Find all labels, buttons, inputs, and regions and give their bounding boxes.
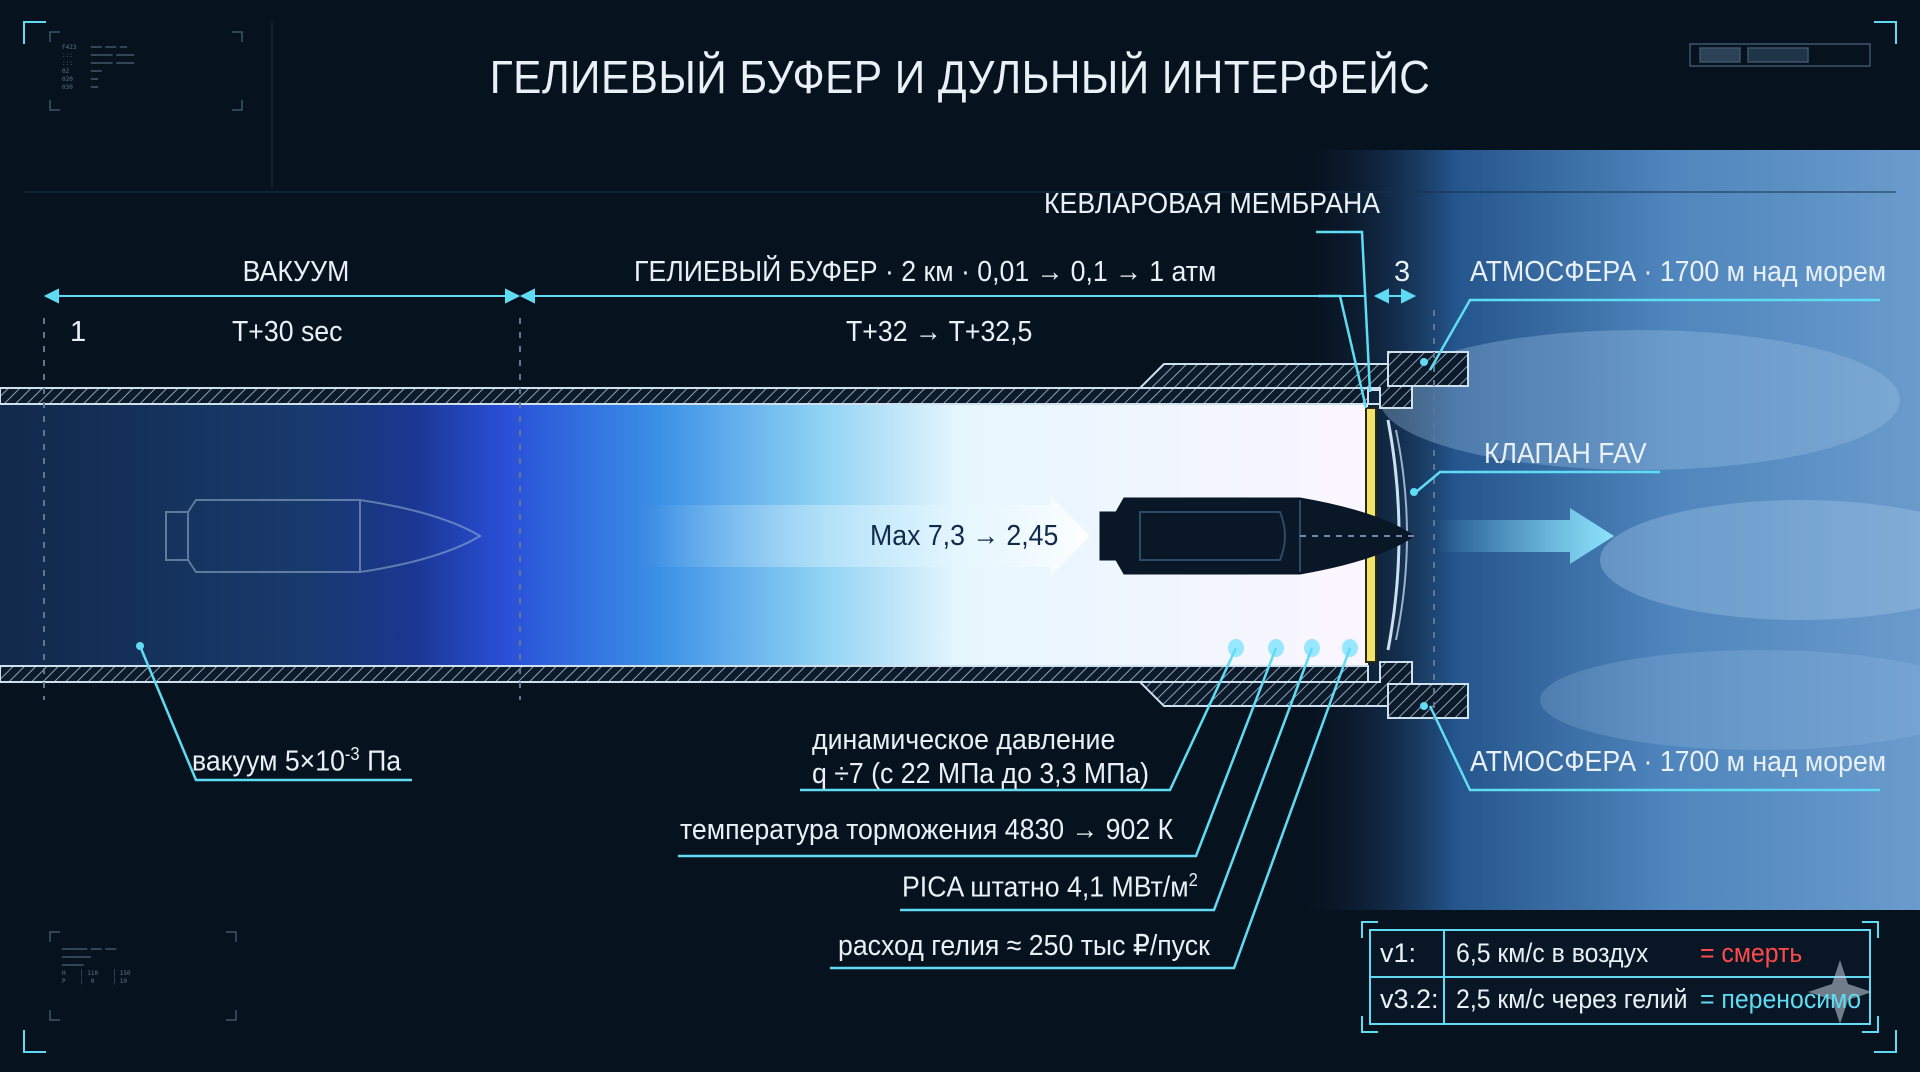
- callout-dynamic-pressure-2: q ÷7 (с 22 МПа до 3,3 МПа): [812, 758, 1149, 790]
- mach-label: Max 7,3 → 2,45: [870, 520, 1059, 552]
- membrane-label: КЕВЛАРОВАЯ МЕМБРАНА: [1044, 188, 1381, 220]
- comparison-v32-result: = переносимо: [1700, 984, 1862, 1014]
- helium-label: ГЕЛИЕВЫЙ БУФЕР · 2 км · 0,01 → 0,1 → 1 а…: [634, 256, 1217, 288]
- vacuum-time: T+30 sec: [232, 316, 343, 348]
- membrane-index: 3: [1394, 256, 1411, 288]
- dimension-lines: [43, 288, 1417, 304]
- vacuum-pressure: вакуум 5×10-3 Па: [192, 744, 401, 779]
- callout-helium-cost: расход гелия ≈ 250 тыс ₽/пуск: [838, 930, 1210, 962]
- helium-flow-arrow: [640, 495, 1090, 577]
- callout-pica-text: PICA штатно 4,1 МВт/м: [902, 871, 1189, 904]
- projectile-ghost: [165, 499, 482, 573]
- barrel-wall-top: [0, 387, 1369, 405]
- frame-corners: [23, 21, 1897, 1053]
- membrane-holder: [1367, 389, 1381, 405]
- comparison-v32-version: v3.2:: [1380, 984, 1439, 1014]
- callout-leaders: [138, 230, 1880, 970]
- hud-decor-text: ═══════ ═══ ═══ ════════ ══════ H │ 110 …: [62, 946, 131, 985]
- comparison-v1-text: 6,5 км/с в воздух: [1456, 938, 1649, 968]
- comparison-v32-text: 2,5 км/с через гелий: [1456, 984, 1688, 1014]
- vacuum-label: ВАКУУМ: [242, 256, 350, 288]
- cloud: [1380, 330, 1900, 470]
- comparison-v1-result: = смерть: [1700, 938, 1803, 968]
- vacuum-pressure-text: вакуум 5×10: [192, 745, 345, 778]
- callout-pica: PICA штатно 4,1 МВт/м2: [902, 870, 1198, 905]
- exit-arrow: [1436, 508, 1614, 564]
- page-title: ГЕЛИЕВЫЙ БУФЕР И ДУЛЬНЫЙ ИНТЕРФЕЙС: [489, 51, 1431, 103]
- atmosphere-label-top: АТМОСФЕРА · 1700 м над морем: [1470, 256, 1887, 288]
- sparkle-icon: [1808, 960, 1872, 1024]
- comparison-v1-version: v1:: [1380, 938, 1417, 968]
- hud-box-top-right: [1689, 43, 1871, 67]
- hud-box-top-left: [49, 31, 243, 111]
- barrel-wall-bottom: [0, 665, 1369, 683]
- hud-decor-text: F423 ═══ ═══ ══ ::: ══════ ═════ ::: ═══…: [62, 44, 135, 91]
- valve-label: КЛАПАН FAV: [1484, 438, 1647, 470]
- comparison-table-frame: [1361, 921, 1879, 1033]
- atmosphere-label-bottom: АТМОСФЕРА · 1700 м над морем: [1470, 746, 1887, 778]
- hud-box-bottom-left: [49, 931, 237, 1021]
- vacuum-index: 1: [70, 316, 87, 348]
- vacuum-pressure-unit: Па: [359, 745, 402, 778]
- muzzle-flange: [1387, 351, 1469, 387]
- cloud: [1540, 650, 1920, 750]
- callout-stagnation-temp: температура торможения 4830 → 902 К: [680, 814, 1174, 846]
- helium-time: T+32 → T+32,5: [846, 316, 1033, 348]
- cloud: [1600, 500, 1920, 620]
- callout-dots: [136, 358, 1428, 710]
- muzzle-flange: [1387, 683, 1469, 719]
- callout-dynamic-pressure-1: динамическое давление: [812, 724, 1116, 756]
- vacuum-pressure-exp: -3: [344, 744, 360, 764]
- callout-pica-exp: 2: [1188, 870, 1198, 890]
